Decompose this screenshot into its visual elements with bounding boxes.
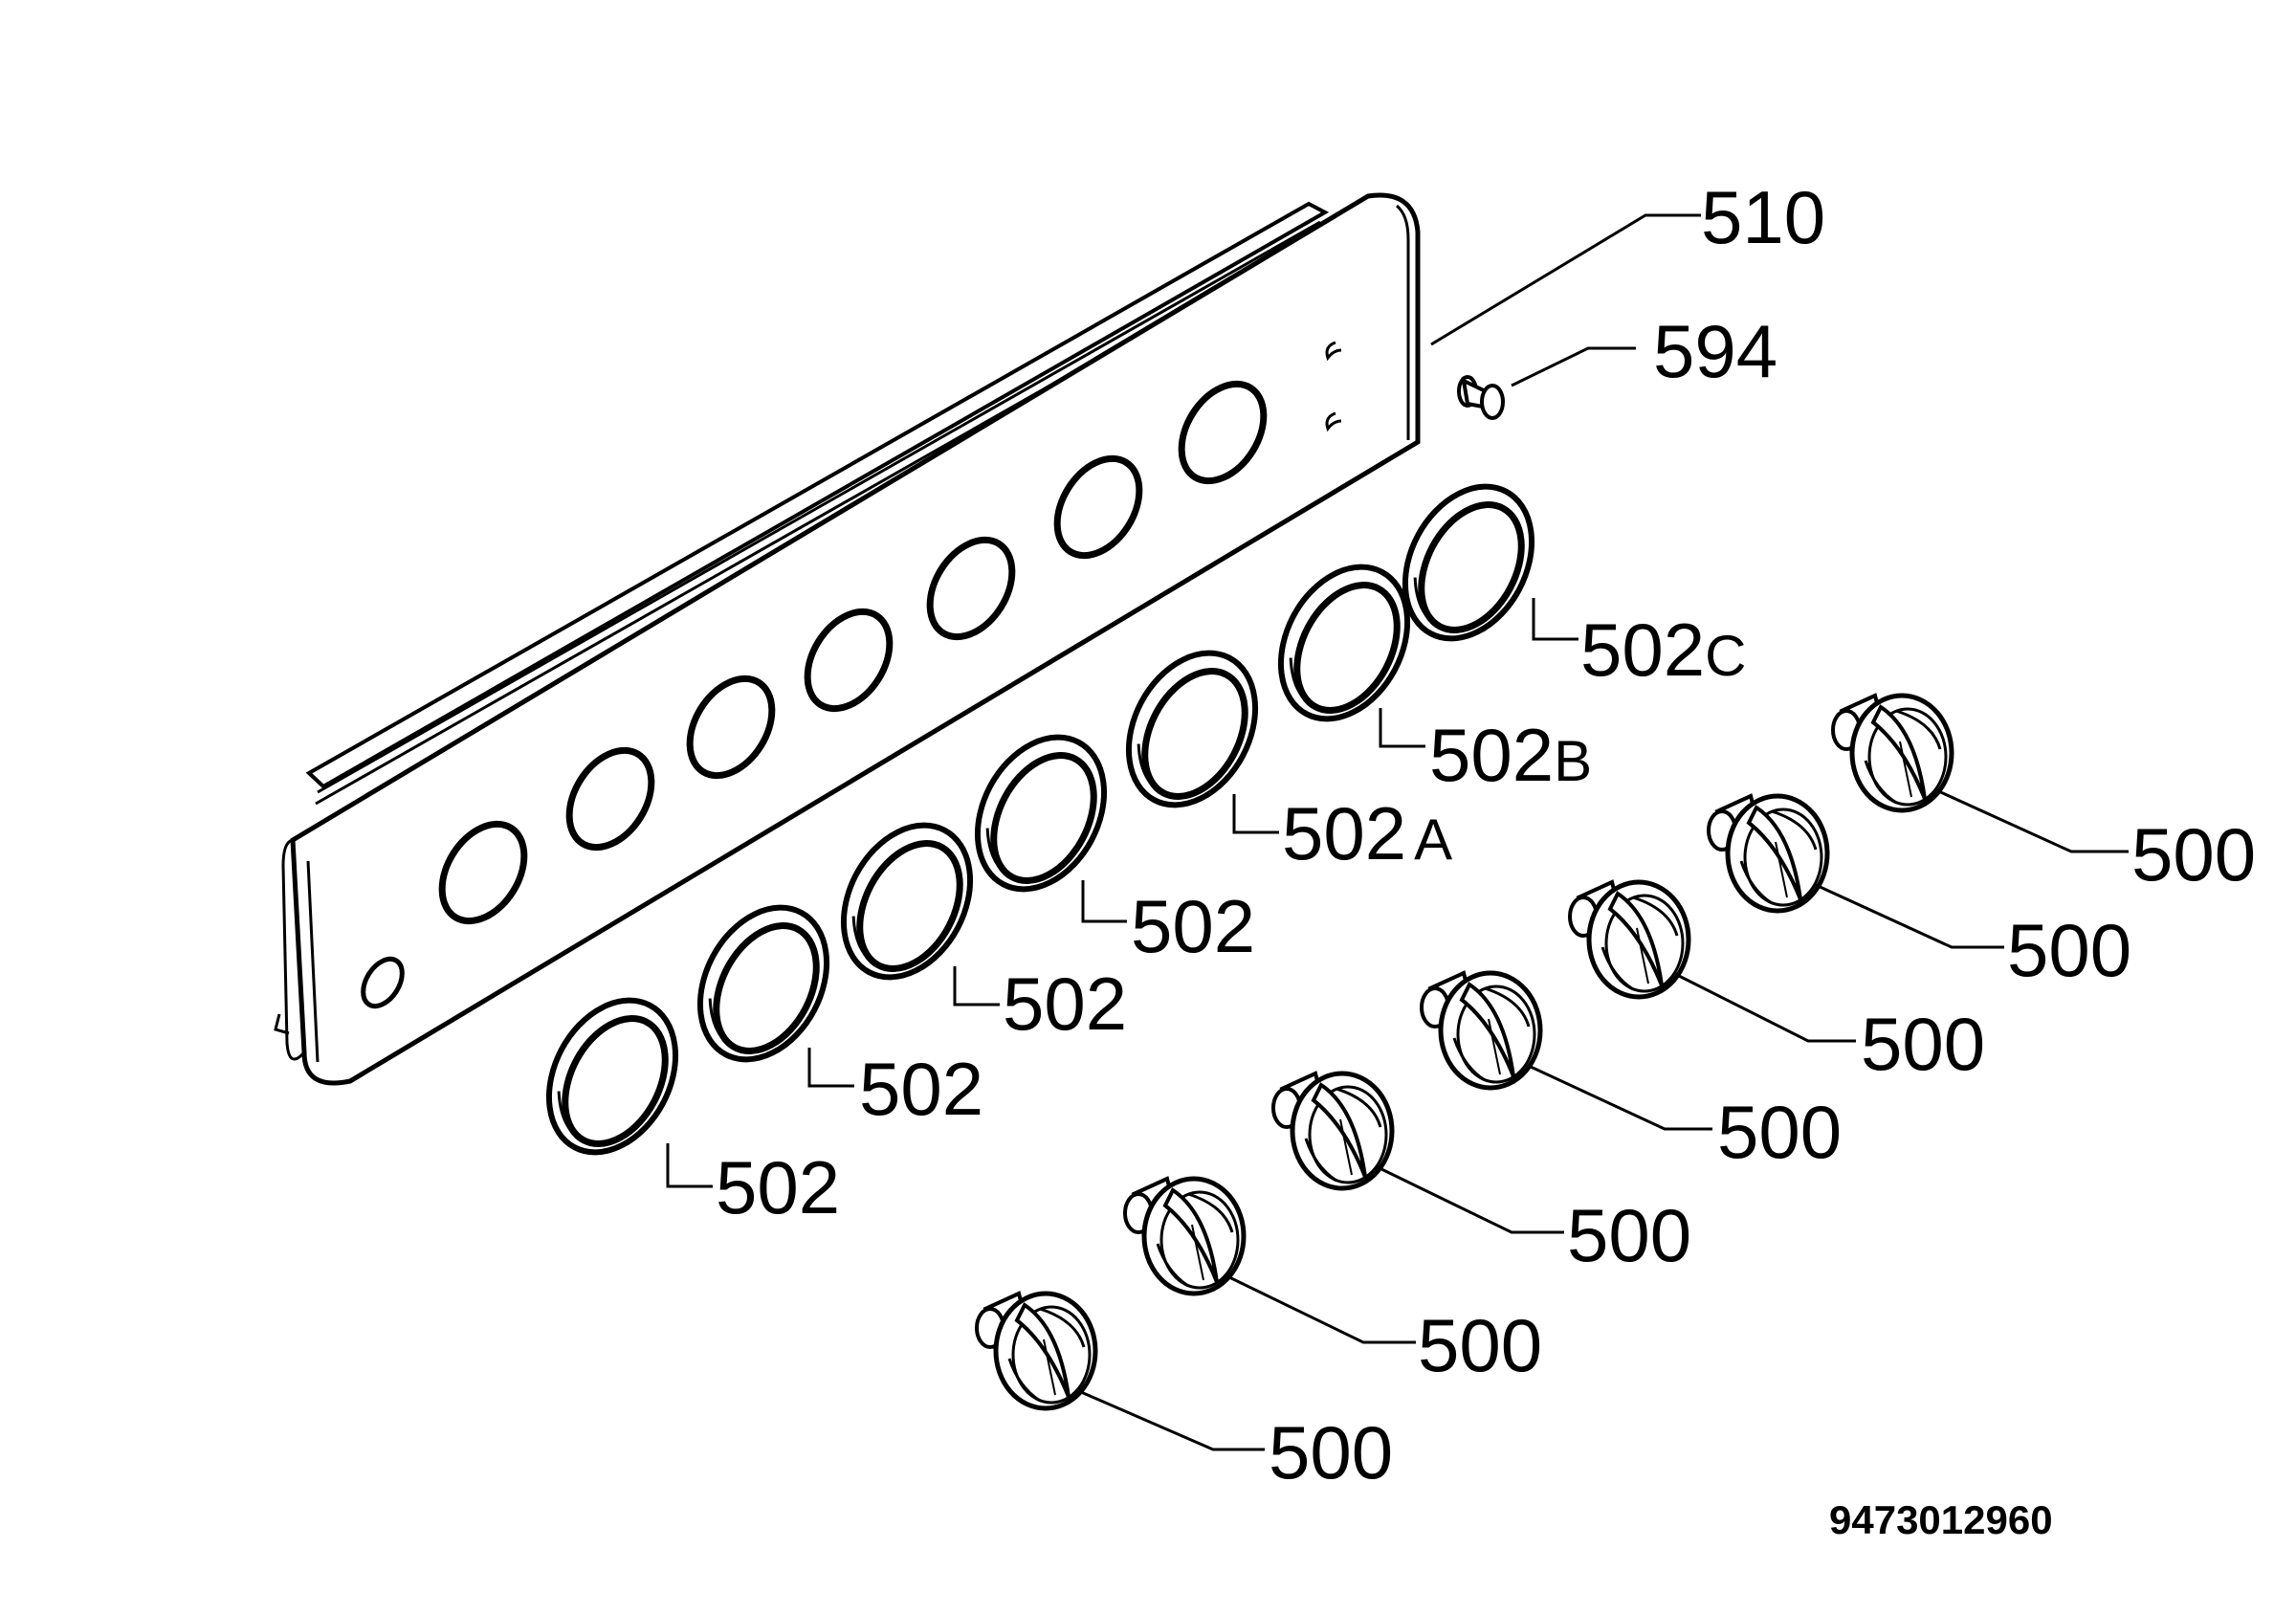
callout-500-1: 500 — [2131, 812, 2256, 896]
callout-500-4: 500 — [1717, 1090, 1842, 1174]
panel-hole — [565, 746, 655, 852]
panel-hole — [1178, 380, 1268, 485]
control-knob — [1707, 793, 1830, 914]
callout-502-2: 502 — [1003, 962, 1127, 1046]
callout-510: 510 — [1701, 175, 1825, 259]
panel-hole — [686, 675, 776, 780]
callout-502-3: 502 — [859, 1047, 983, 1131]
callout-500-2: 500 — [2007, 908, 2131, 992]
control-knob — [1271, 1071, 1395, 1191]
callout-500-3: 500 — [1861, 1002, 1985, 1086]
bezel-rings — [545, 483, 1535, 1156]
control-knobs — [975, 693, 1954, 1411]
control-knob — [975, 1291, 1098, 1411]
callout-502b: 502B — [1429, 713, 1592, 797]
panel-hole — [804, 608, 894, 713]
diagram-code: 9473012960 — [1829, 1497, 2053, 1542]
bezel-ring — [1402, 483, 1535, 642]
panel-hole — [438, 820, 528, 925]
callout-500-5: 500 — [1567, 1193, 1691, 1277]
callout-500-6: 500 — [1418, 1303, 1542, 1387]
callout-502c: 502C — [1580, 608, 1746, 692]
bezel-ring — [974, 734, 1108, 893]
bezel-ring — [545, 997, 679, 1156]
panel-hole — [1053, 454, 1143, 560]
control-knob — [1123, 1176, 1247, 1296]
callout-500-7: 500 — [1269, 1410, 1393, 1494]
control-panel — [274, 192, 1421, 1086]
panel-hole — [361, 956, 405, 1009]
bezel-ring — [1125, 650, 1259, 808]
bezel-ring — [840, 822, 974, 981]
panel-hole — [926, 536, 1016, 641]
callout-502-4: 502 — [716, 1145, 840, 1229]
control-knob — [1420, 970, 1543, 1091]
leader-lines — [666, 213, 2129, 1451]
callout-502-1: 502 — [1131, 884, 1255, 968]
screw — [1457, 375, 1505, 420]
bezel-ring — [696, 904, 830, 1063]
bezel-ring — [1277, 564, 1411, 722]
control-knob — [1568, 879, 1691, 1000]
control-knob — [1831, 693, 1954, 813]
callout-594: 594 — [1653, 309, 1777, 393]
